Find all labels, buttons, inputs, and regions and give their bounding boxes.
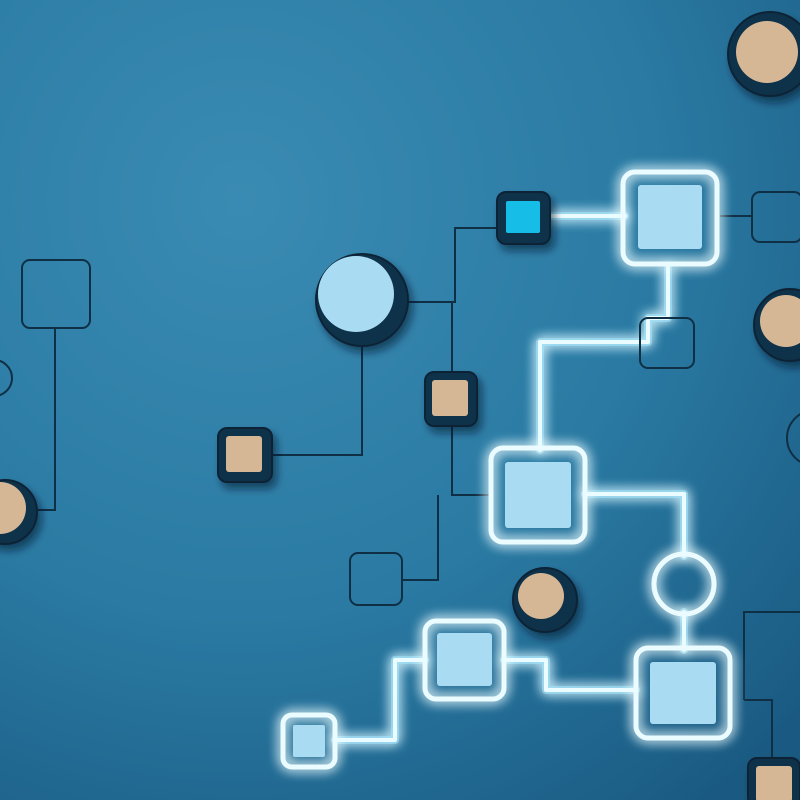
empty-square-node — [751, 191, 800, 243]
empty-outline-nodes — [0, 191, 800, 606]
tan-circle-node — [0, 479, 38, 545]
tan-square-node — [217, 427, 273, 483]
tan-circle-node — [727, 11, 800, 97]
glowing-square-node — [280, 712, 338, 770]
glowing-square-node — [620, 169, 720, 267]
empty-square-node — [639, 317, 695, 369]
circle-nodes — [0, 11, 800, 633]
glowing-square-node — [422, 618, 507, 702]
empty-square-node — [21, 259, 91, 329]
glowing-connector-lines — [331, 212, 688, 744]
glowing-circle-node — [651, 551, 717, 617]
empty-circle-node — [0, 359, 13, 397]
light-blue-circle-node — [315, 253, 409, 347]
tan-circle-node — [512, 567, 578, 633]
empty-circle-node — [786, 413, 800, 463]
tan-circle-node — [753, 288, 800, 362]
dark-connector-lines — [38, 215, 800, 770]
tan-square-node — [747, 757, 800, 800]
glowing-nodes — [280, 169, 733, 770]
glowing-square-node — [633, 645, 733, 741]
glowing-square-node — [488, 445, 588, 545]
tan-square-node — [424, 371, 478, 427]
cyan-square-node — [496, 191, 551, 245]
empty-square-node — [349, 552, 403, 606]
tan-square-nodes — [217, 371, 800, 800]
